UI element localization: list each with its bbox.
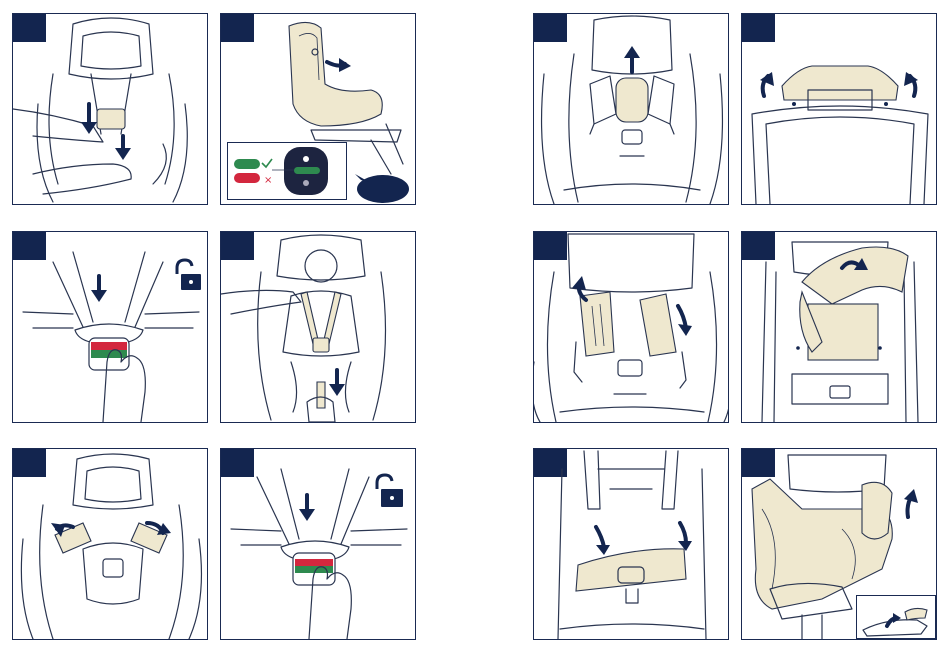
panel-11	[533, 448, 729, 640]
detail-inset	[856, 595, 936, 639]
panel-5	[12, 448, 208, 640]
buckle-release-illustration-2	[221, 449, 416, 640]
panel-1	[12, 13, 208, 205]
panel-3	[12, 231, 208, 423]
panel-4	[220, 231, 416, 423]
child-harness-illustration	[221, 232, 416, 423]
buckle-release-illustration	[13, 232, 208, 423]
pads-removal-illustration	[534, 232, 729, 423]
panel-6	[220, 448, 416, 640]
insert-removal-illustration	[534, 449, 729, 640]
shoulder-pads-illustration	[13, 449, 208, 640]
headrest-raise-illustration	[534, 14, 729, 205]
harness-adjust-illustration	[13, 14, 208, 205]
unlock-padlock-icon	[177, 260, 201, 290]
check-mark-icon	[262, 159, 272, 167]
unlock-padlock-icon	[377, 475, 403, 507]
panel-2: ×	[220, 13, 416, 205]
panel-9	[533, 231, 729, 423]
cover-flip-illustration	[742, 232, 937, 423]
panel-10	[741, 231, 937, 423]
panel-7	[533, 13, 729, 205]
indicator-inset: ×	[227, 142, 347, 200]
cover-top-illustration	[742, 14, 937, 205]
panel-12	[741, 448, 937, 640]
panel-8	[741, 13, 937, 205]
cross-mark-icon: ×	[264, 175, 272, 186]
